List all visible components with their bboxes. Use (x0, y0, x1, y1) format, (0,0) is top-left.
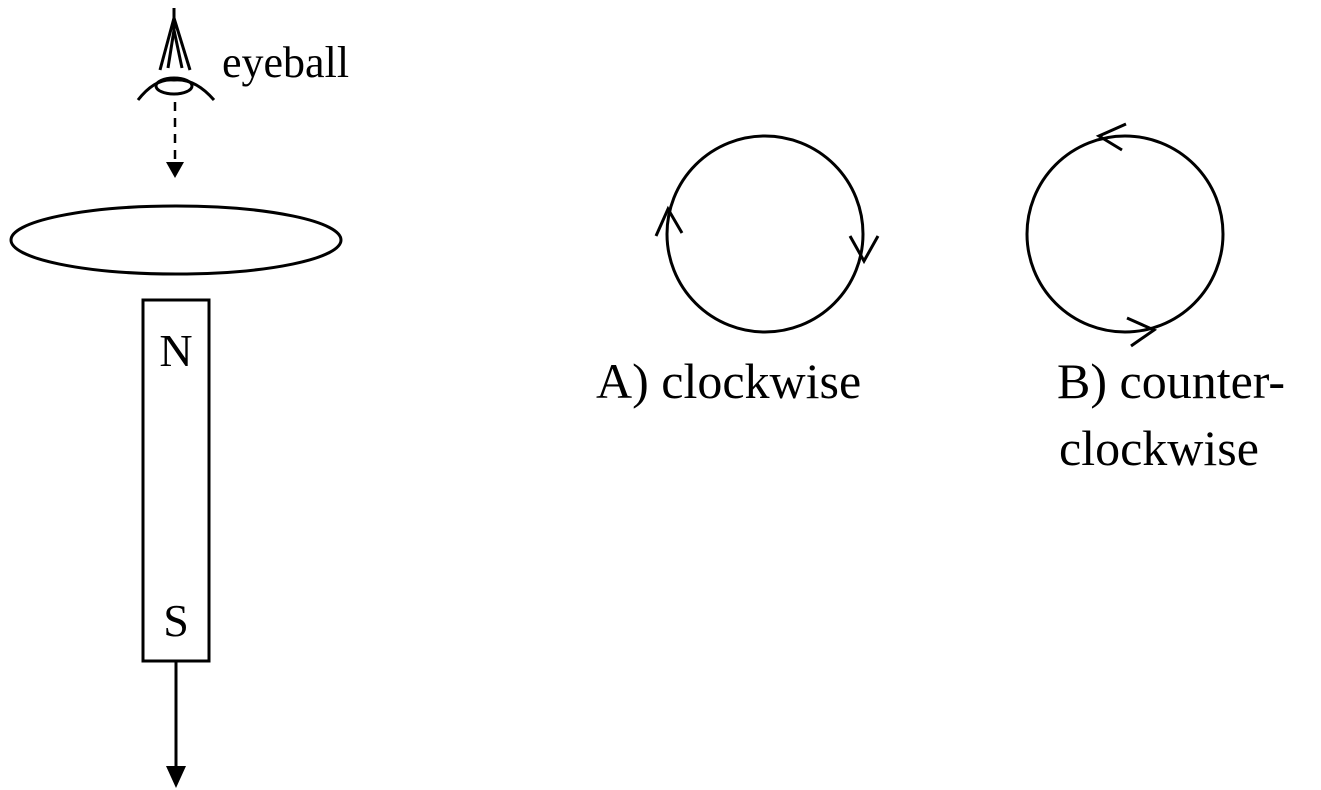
clockwise-circle (665, 134, 865, 334)
view-direction-arrow (166, 102, 184, 178)
clockwise-arrow-icon (654, 205, 880, 265)
option-b-label-line1: B) counter- (1057, 353, 1285, 409)
counterclockwise-circle-option: B) counter- clockwise (1025, 122, 1285, 476)
wire-loop (9, 204, 343, 276)
counterclockwise-circle (1025, 134, 1225, 334)
eyeball-label: eyeball (222, 38, 349, 87)
clockwise-circle-option: A) clockwise (596, 134, 880, 409)
magnet-motion-arrow (166, 661, 186, 788)
option-b-label-line2: clockwise (1059, 420, 1259, 476)
eyeball-icon (136, 8, 216, 101)
counterclockwise-arrow-icon (1095, 122, 1158, 348)
option-a-label: A) clockwise (596, 353, 861, 409)
magnet-south-label: S (163, 595, 189, 646)
magnet-north-label: N (159, 325, 192, 376)
